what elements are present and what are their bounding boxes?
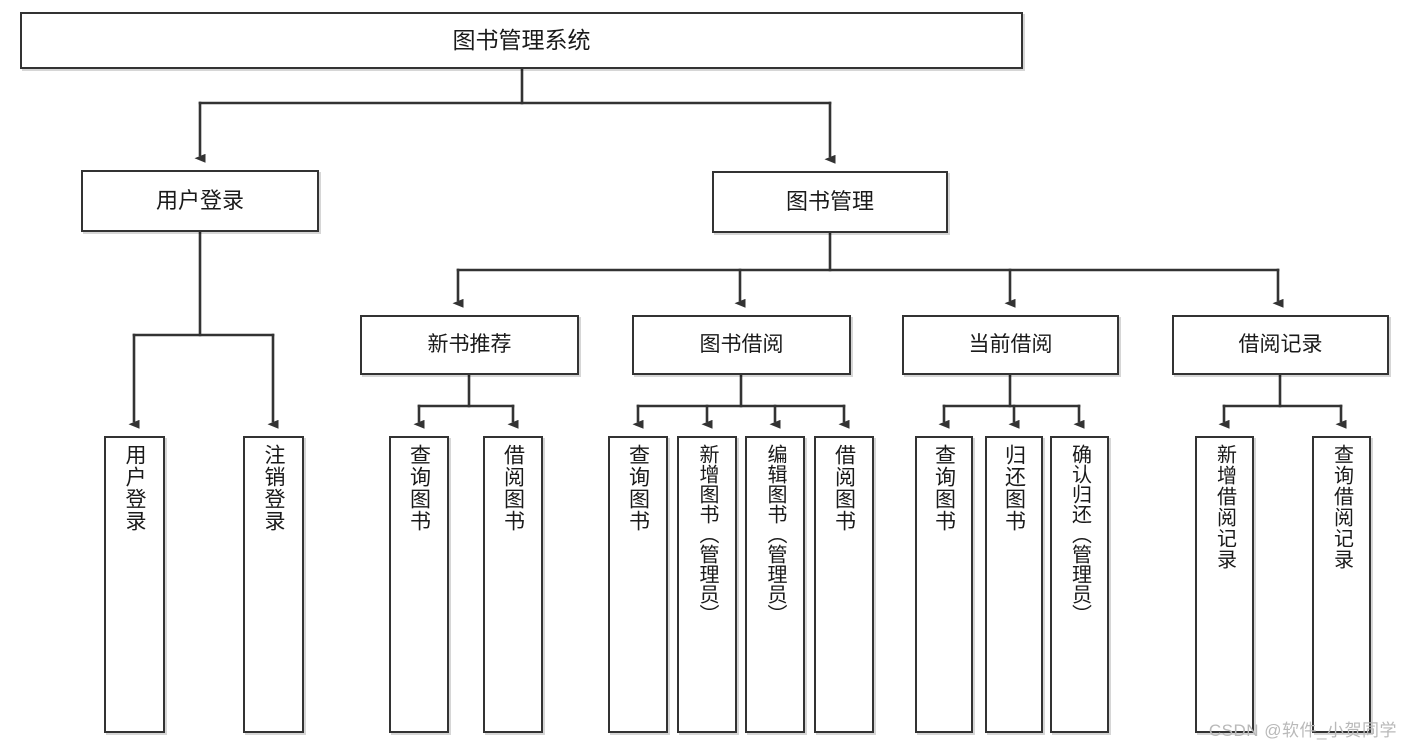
node-borrow-record-label: 借阅记录 xyxy=(1238,332,1323,356)
node-leaf-add-record[interactable]: 新增借阅记录 xyxy=(1195,436,1254,733)
node-user-login-label: 用户登录 xyxy=(155,188,244,214)
node-leaf-return-book-label: 归还图书 xyxy=(1002,444,1026,532)
node-new-book-recommend[interactable]: 新书推荐 xyxy=(360,315,579,375)
node-leaf-add-record-label: 新增借阅记录 xyxy=(1213,444,1236,570)
node-leaf-borrow-book-2-label: 借阅图书 xyxy=(832,444,856,532)
node-leaf-edit-book-label: 编辑图书（管理员） xyxy=(764,444,786,624)
node-root[interactable]: 图书管理系统 xyxy=(20,12,1023,69)
node-leaf-borrow-book-1-label: 借阅图书 xyxy=(501,444,525,532)
node-user-login[interactable]: 用户登录 xyxy=(81,170,319,232)
node-leaf-borrow-book-2[interactable]: 借阅图书 xyxy=(814,436,874,733)
node-leaf-logout[interactable]: 注销登录 xyxy=(243,436,304,733)
node-leaf-logout-label: 注销登录 xyxy=(262,444,285,532)
node-root-label: 图书管理系统 xyxy=(452,27,591,54)
node-leaf-return-book[interactable]: 归还图书 xyxy=(985,436,1043,733)
node-leaf-query-book-2[interactable]: 查询图书 xyxy=(608,436,668,733)
node-leaf-query-book-1-label: 查询图书 xyxy=(407,444,431,532)
watermark: CSDN @软件_小贺同学 xyxy=(1208,721,1397,740)
node-leaf-user-login-label: 用户登录 xyxy=(123,444,146,532)
node-leaf-edit-book[interactable]: 编辑图书（管理员） xyxy=(745,436,805,733)
node-leaf-query-book-2-label: 查询图书 xyxy=(626,444,650,532)
node-leaf-query-book-1[interactable]: 查询图书 xyxy=(389,436,449,733)
node-leaf-borrow-book-1[interactable]: 借阅图书 xyxy=(483,436,543,733)
node-book-borrow-label: 图书借阅 xyxy=(699,332,784,356)
node-leaf-query-record[interactable]: 查询借阅记录 xyxy=(1312,436,1371,733)
node-leaf-user-login[interactable]: 用户登录 xyxy=(104,436,165,733)
node-current-borrow[interactable]: 当前借阅 xyxy=(902,315,1119,375)
node-leaf-confirm-return[interactable]: 确认归还（管理员） xyxy=(1050,436,1109,733)
node-leaf-query-book-3[interactable]: 查询图书 xyxy=(915,436,973,733)
node-book-management[interactable]: 图书管理 xyxy=(712,171,948,233)
node-leaf-add-book[interactable]: 新增图书（管理员） xyxy=(677,436,737,733)
node-leaf-add-book-label: 新增图书（管理员） xyxy=(696,444,718,624)
node-borrow-record[interactable]: 借阅记录 xyxy=(1172,315,1389,375)
node-current-borrow-label: 当前借阅 xyxy=(968,332,1053,356)
node-leaf-query-record-label: 查询借阅记录 xyxy=(1330,444,1353,570)
node-book-management-label: 图书管理 xyxy=(785,189,874,215)
node-leaf-confirm-return-label: 确认归还（管理员） xyxy=(1068,444,1091,624)
node-leaf-query-book-3-label: 查询图书 xyxy=(932,444,956,532)
node-new-book-recommend-label: 新书推荐 xyxy=(427,332,512,356)
node-book-borrow[interactable]: 图书借阅 xyxy=(632,315,851,375)
